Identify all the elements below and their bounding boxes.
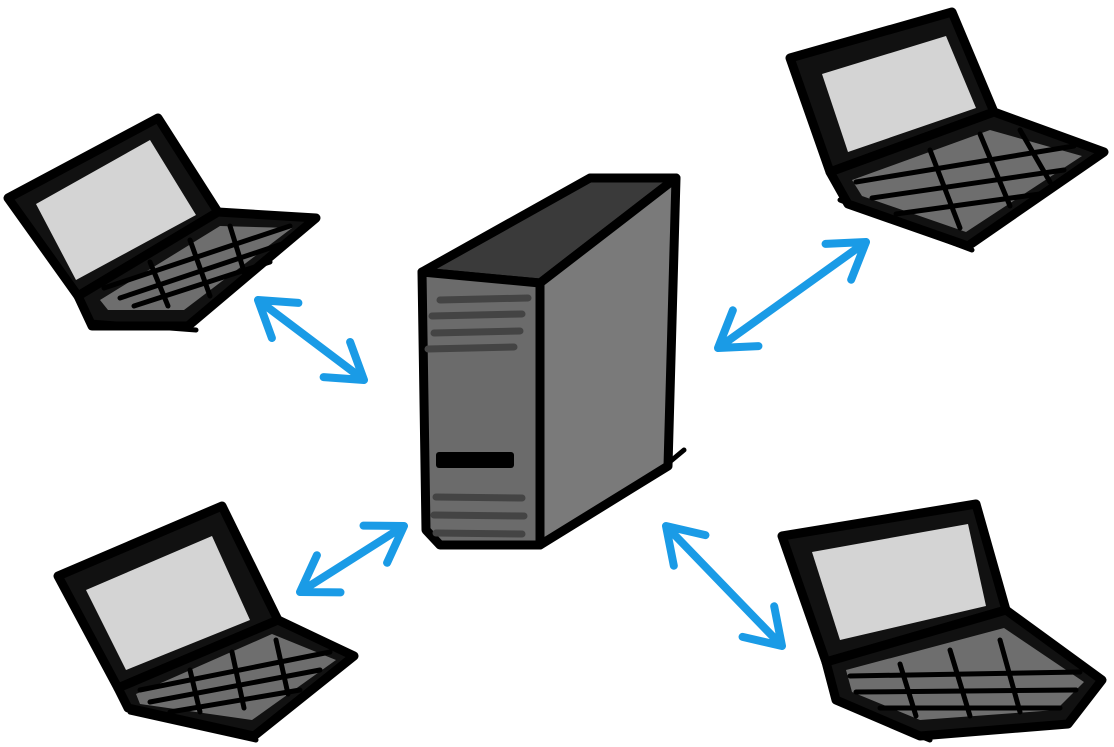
laptop-screen [822,36,976,152]
server-vents-bottom [430,493,528,538]
laptop-keys [101,223,293,309]
laptop-top-right [785,7,1109,253]
bidirectional-arrow-laptop-bottom-left [296,521,408,597]
laptop-top-left [3,113,321,333]
laptop-keys [847,637,1083,719]
laptop-icon [777,499,1107,743]
server-drive-slot [436,452,514,468]
connection-arrows [254,238,870,650]
laptop-keys [853,127,1077,231]
laptop-sketch-line [87,319,199,333]
bidirectional-arrow-laptop-top-left [254,296,368,384]
laptop-bottom-left [53,501,359,743]
laptop-sketch-line [833,699,933,743]
server-vents-top [424,294,532,353]
server-front [417,267,545,550]
bidirectional-arrow-laptop-top-right [714,238,870,352]
laptop-screen [812,524,986,640]
bidirectional-arrow-laptop-bottom-right [662,522,786,650]
laptop-sketch-line [127,709,259,743]
laptop-bottom-right [777,499,1107,743]
laptop-icon [53,501,359,743]
laptop-screen [86,536,250,670]
laptop-icon [3,113,321,333]
laptop-keys [137,637,333,715]
laptop-icon [785,7,1109,253]
server-sketch-line [657,447,687,473]
laptop-sketch-line [837,197,975,253]
laptop-screen [36,140,196,280]
server-icon [417,173,687,550]
